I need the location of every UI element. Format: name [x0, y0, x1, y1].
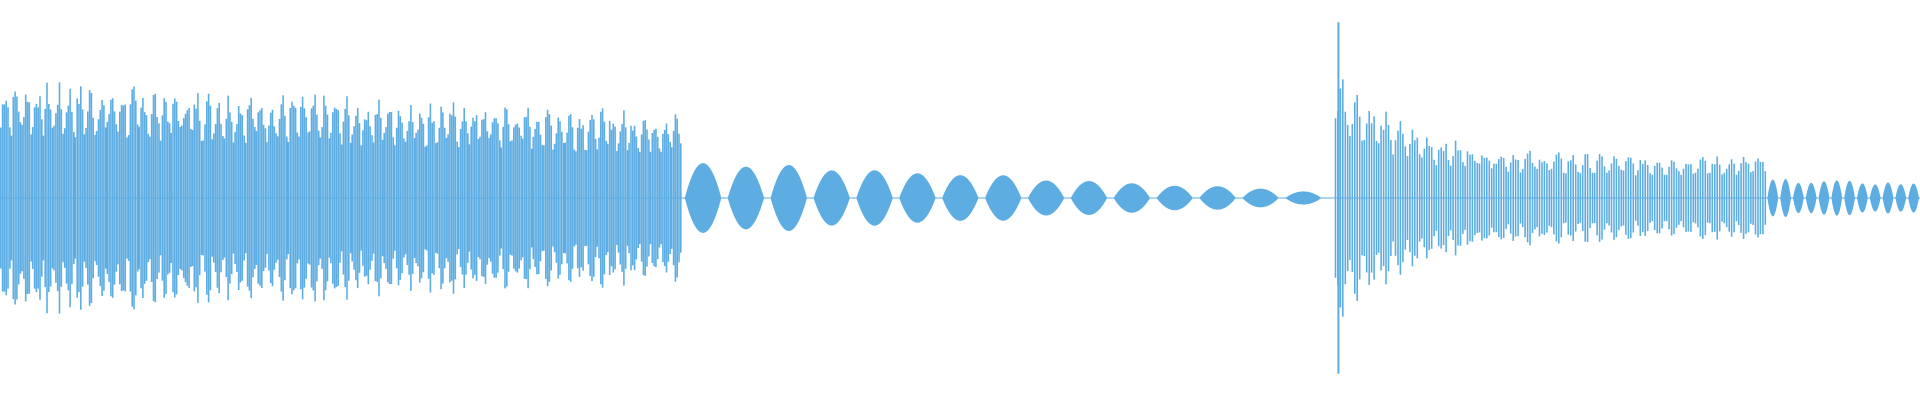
waveform-pulse [1793, 182, 1804, 214]
waveform-pulse [1805, 182, 1817, 214]
waveform-pulse [813, 170, 850, 226]
waveform-pulse [1908, 183, 1919, 213]
waveform-pulse [1882, 182, 1894, 214]
waveform-pulse [1767, 179, 1779, 217]
waveform-pulse [1869, 184, 1881, 212]
waveform-pulse [1857, 183, 1868, 213]
waveform-group [0, 22, 1919, 374]
waveform-pulse [1818, 181, 1830, 215]
waveform-pulse [942, 175, 979, 221]
waveform-pulse [727, 166, 765, 230]
waveform-pulse [985, 175, 1022, 221]
waveform-pulse [1780, 179, 1791, 217]
waveform-pulse [1113, 183, 1151, 213]
waveform-pulse [1199, 186, 1236, 210]
waveform-pulse [770, 165, 807, 231]
waveform-pulse [1027, 180, 1065, 216]
waveform-pulse [684, 163, 722, 233]
waveform-pulse [1285, 191, 1322, 205]
waveform-pulse [1831, 180, 1843, 216]
waveform-pulse [1070, 180, 1108, 216]
waveform-pulse [899, 173, 936, 223]
waveform-pulse [1844, 180, 1855, 216]
waveform-pulse [856, 170, 893, 226]
waveform-pulse [1242, 188, 1279, 208]
waveform-pulse [1156, 185, 1193, 211]
waveform-pulse [1895, 184, 1907, 212]
